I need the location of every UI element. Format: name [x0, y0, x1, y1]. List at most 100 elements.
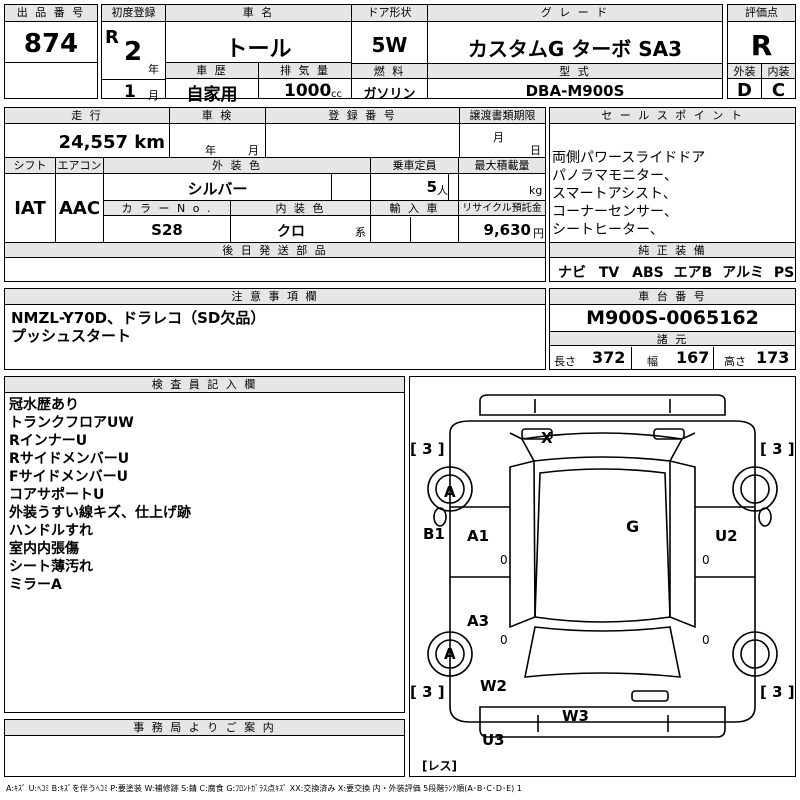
notes-list: NMZL-Y70D、ドラレコ（SD欠品） プッシュスタート	[11, 309, 265, 345]
tire-rear-left: [ 3 ]	[410, 683, 445, 701]
mark-a1: A1	[467, 527, 490, 545]
mark-w2: W2	[480, 677, 507, 695]
inspector-box: 検 査 員 記 入 欄 冠水歴あり トランクフロアUW RインナーU Rサイドメ…	[4, 376, 405, 713]
capacity-value: 5	[426, 178, 437, 196]
tire-front-left: [ 3 ]	[410, 440, 445, 458]
sales-point-line: スマートアシスト、	[552, 186, 677, 202]
height-value: 173	[756, 348, 790, 367]
mark-zero-right: 0	[702, 553, 710, 567]
grade-label: グ レ ー ド	[428, 5, 722, 22]
length-label: 長さ	[554, 355, 576, 368]
sales-point-line: パノラマモニター、	[552, 168, 678, 184]
mark-g: G	[626, 517, 640, 536]
tire-front-right: [ 3 ]	[760, 440, 795, 458]
width-value: 167	[676, 348, 710, 367]
exterior-grade-label: 外装	[728, 64, 761, 79]
first-reg-label: 初度登録	[102, 5, 165, 22]
interior-grade-label: 内装	[762, 64, 795, 79]
lot-label: 出 品 番 号	[5, 5, 97, 22]
score-box: 評価点 R 外装 内装 D C	[727, 4, 796, 101]
history-value: 自家用	[186, 85, 238, 105]
transfer-label: 譲渡書類期限	[460, 108, 545, 124]
mark-zero-left-2: 0	[500, 633, 508, 647]
mark-wheel-rl: A	[444, 645, 456, 663]
mark-u2: U2	[715, 527, 738, 545]
car-name-label: 車 名	[166, 5, 351, 22]
car-name: トール	[225, 37, 292, 62]
later-parts-label: 後 日 発 送 部 品	[5, 243, 545, 258]
door-label: ドア形状	[352, 5, 427, 22]
office-box: 事 務 局 よ り ご 案 内	[4, 719, 405, 777]
inspector-line: コアサポートU	[9, 487, 105, 503]
registration-label: 登 録 番 号	[266, 108, 459, 124]
sales-points-list: 両側パワースライドドア パノラマモニター、 スマートアシスト、 コーナーセンサー…	[552, 149, 705, 239]
door-value: 5W	[371, 33, 408, 57]
car-diagram: [ 3 ] [ 3 ] [ 3 ] [ 3 ] X A A B1 A1 G U2…	[409, 376, 796, 777]
equipment-item: アルミ	[722, 265, 765, 281]
color-no-value: S28	[151, 221, 183, 239]
tire-rear-right: [ 3 ]	[760, 683, 795, 701]
sales-point-line: 両側パワースライドドア	[552, 150, 706, 166]
first-reg-era: R	[105, 27, 119, 48]
inspector-line: FサイドメンバーU	[9, 469, 128, 485]
door-box: ドア形状 5W 燃 料 ガソリン	[351, 4, 428, 102]
inspector-line: 室内内張傷	[9, 541, 79, 557]
recycle-value: 9,630	[483, 221, 531, 239]
grade-value: カスタムG ターボ SA3	[467, 37, 683, 61]
inspector-line: ミラーA	[9, 577, 62, 593]
sales-point-line: コーナーセンサー、	[552, 204, 678, 220]
model-value: DBA-M900S	[525, 82, 625, 100]
car-outline-diagram	[427, 394, 778, 738]
aircon-value: AAC	[58, 198, 101, 219]
chassis-value: M900S-0065162	[586, 307, 759, 329]
chassis-label: 車 台 番 号	[550, 289, 795, 305]
notes-label: 注 意 事 項 欄	[5, 289, 545, 305]
fuel-label: 燃 料	[352, 63, 427, 79]
first-reg-box: 初度登録 R 2 年 1 月	[101, 4, 166, 102]
car-name-box: 車 名 トール 車 歴 排 気 量 自家用 1000 cc	[165, 4, 352, 105]
history-label: 車 歴	[166, 63, 258, 79]
recycle-label: リサイクル預託金	[459, 201, 545, 216]
score-label: 評価点	[728, 5, 795, 22]
mark-wheel-fl: A	[444, 483, 456, 501]
score-value: R	[750, 29, 773, 62]
less-label: [レス]	[422, 759, 457, 773]
lot-number: 874	[23, 29, 79, 59]
mark-x: X	[541, 429, 553, 447]
inspector-line: RインナーU	[9, 433, 88, 449]
height-label: 高さ	[724, 355, 746, 368]
import-label: 輸 入 車	[371, 201, 458, 216]
mark-b1: B1	[423, 525, 445, 543]
inspector-line: 冠水歴あり	[9, 397, 79, 413]
legend: A:ｷｽﾞ U:ﾍｺﾐ B:ｷｽﾞを伴うﾍｺﾐ P:要塗装 W:補修跡 S:錆 …	[6, 784, 522, 793]
mark-w3: W3	[562, 707, 589, 725]
capacity-label: 乗車定員	[371, 158, 458, 174]
inspector-line: トランクフロアUW	[9, 415, 134, 431]
inspection-year-unit: 年	[205, 144, 216, 157]
inspector-label: 検 査 員 記 入 欄	[5, 377, 404, 393]
dimensions-label: 諸 元	[550, 331, 795, 346]
transfer-day-unit: 日	[530, 144, 541, 157]
length-value: 372	[592, 348, 626, 367]
office-label: 事 務 局 よ り ご 案 内	[5, 720, 404, 736]
width-label: 幅	[647, 355, 658, 368]
exterior-color-label: 外 装 色	[104, 158, 370, 174]
aircon-label: エアコン	[56, 158, 103, 174]
lot-box: 出 品 番 号 874	[4, 4, 98, 99]
interior-color-label: 内 装 色	[231, 201, 370, 216]
mileage-label: 走 行	[5, 108, 169, 124]
mark-zero-right-2: 0	[702, 633, 710, 647]
exterior-color-value: シルバー	[187, 180, 248, 198]
inspector-line: RサイドメンバーU	[9, 451, 130, 467]
max-load-label: 最大積載量	[459, 158, 545, 174]
equipment-item: ナビ	[558, 265, 586, 281]
capacity-unit: 人	[437, 184, 448, 197]
interior-color-unit: 系	[355, 226, 366, 239]
inspector-line: 外装うすい線キズ、仕上げ跡	[9, 505, 191, 521]
equipment-item: エアB	[673, 265, 713, 281]
mark-a3: A3	[467, 612, 490, 630]
max-load-unit: kg	[529, 184, 543, 197]
first-reg-year: 2	[124, 37, 143, 67]
displacement-unit: cc	[331, 89, 342, 100]
inspector-line: シート薄汚れ	[9, 559, 93, 575]
